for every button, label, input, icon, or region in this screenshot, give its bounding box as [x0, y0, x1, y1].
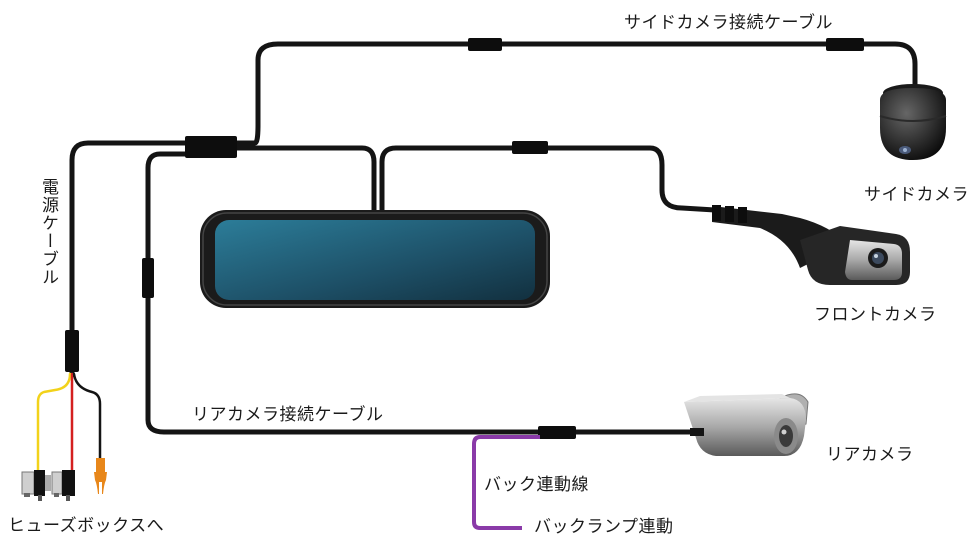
junction-box [185, 136, 237, 158]
cable-connectors [65, 38, 864, 439]
rear-camera-label: リアカメラ [826, 445, 914, 465]
side-cable-label: サイドカメラ接続ケーブル [624, 13, 833, 33]
fuse-wire-black [72, 372, 102, 464]
fuse-clip-red [51, 470, 75, 501]
mirror-monitor [200, 210, 550, 308]
front-camera-cable [379, 145, 718, 215]
front-camera-label: フロントカメラ [814, 305, 937, 325]
fuse-box-label: ヒューズボックスへ [8, 516, 165, 536]
back-link-wire-label: バック連動線 [484, 475, 589, 495]
power-cable [69, 140, 189, 378]
rear-cable-connector-h [538, 426, 576, 439]
side-camera-label: サイドカメラ [864, 185, 969, 205]
fuse-clip-yellow [21, 470, 51, 501]
back-link-wire [472, 435, 540, 530]
back-lamp-link-label: バックランプ連動 [534, 517, 674, 537]
power-cable-label: 電源ケーブル [38, 178, 58, 286]
fuse-wire-yellow [36, 372, 72, 474]
rear-camera [684, 393, 809, 456]
side-camera [879, 84, 947, 160]
front-camera [712, 205, 910, 285]
ground-terminal [94, 458, 107, 494]
mirror-main-cable [234, 145, 377, 215]
rear-cable-connector-v [142, 258, 154, 298]
power-cable-fuse-holder [65, 330, 79, 372]
side-cable-connector-2 [826, 38, 864, 51]
rear-cable-label: リアカメラ接続ケーブル [192, 405, 384, 425]
front-cable-connector [512, 141, 548, 154]
side-cable-connector-1 [468, 38, 502, 51]
side-camera-cable [234, 41, 918, 146]
